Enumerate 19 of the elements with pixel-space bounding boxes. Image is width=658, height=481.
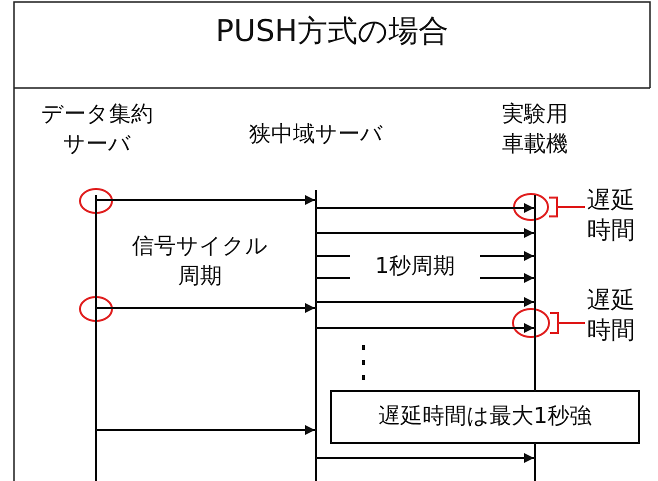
participant-label: 実験用車載機 [500,100,570,162]
leader-bracket [549,312,586,334]
note-box: 遅延時間は最大1秒強 [330,390,640,444]
message-arrow [97,425,315,435]
lifeline [95,195,97,481]
lifeline [315,190,317,481]
cycle-label: 信号サイクル周期 [131,233,269,291]
message-arrow [317,453,534,463]
participant-label: 狭中域サーバ [245,120,387,152]
period-label: 1秒周期 [350,252,480,282]
message-arrow [317,203,534,213]
message-arrow [317,323,534,333]
message-arrow [317,297,534,307]
leader-bracket [548,196,586,218]
title: PUSH方式の場合 [214,13,450,51]
message-arrow [317,228,534,238]
delay-label: 遅延時間 [585,185,637,247]
delay-label: 遅延時間 [585,285,637,347]
participant-label: データ集約サーバ [40,100,154,162]
